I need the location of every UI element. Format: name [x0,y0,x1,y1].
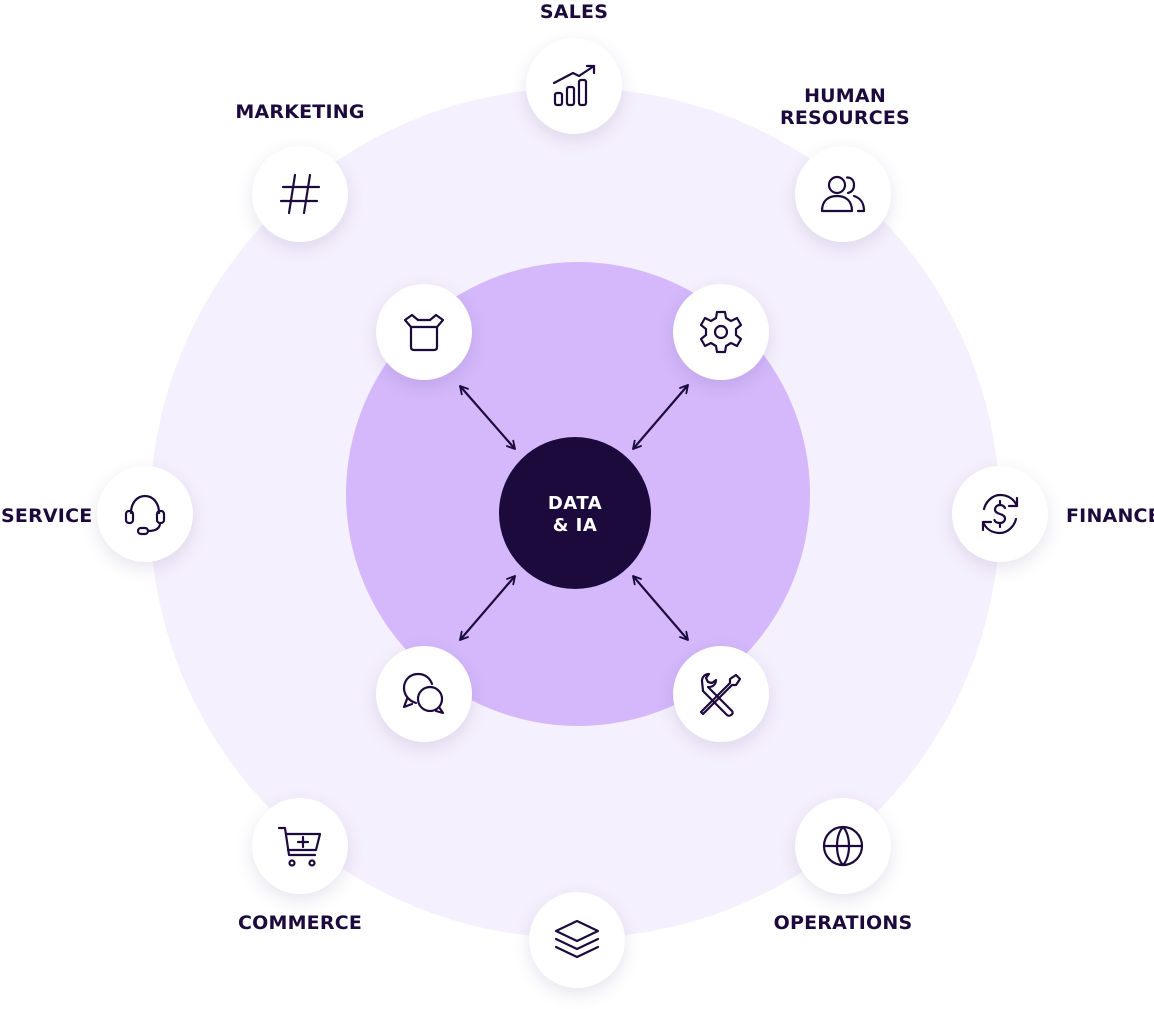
operations-label: OPERATIONS [773,912,913,934]
finance-node [952,466,1048,562]
hub-label-line1: DATA [547,493,603,514]
data-ia-hub [499,437,651,589]
users-icon [820,175,866,213]
inner-node-bottom-right [673,646,769,742]
arrow-bottom-left [460,576,515,640]
human-resources-label-line1: HUMAN [804,85,886,107]
human-resources-label: HUMAN RESOURCES [775,85,915,129]
hub-label: DATA & IA [548,493,602,537]
chat-bubbles-icon [402,672,445,715]
inner-node-bottom-left [376,646,472,742]
human-resources-node [795,146,891,242]
hub-label-line2: & IA [552,515,598,536]
marketing-node [252,146,348,242]
finance-label: FINANCE [1066,505,1154,527]
layers-node [529,892,625,988]
open-box-icon [403,313,445,352]
headset-icon [124,494,166,536]
globe-icon [822,825,864,867]
bar-chart-trend-icon [552,64,596,107]
hashtag-icon [279,173,321,215]
sales-label: SALES [539,1,609,23]
arrow-bottom-right [633,576,688,640]
cart-add-icon [277,826,322,867]
operations-node [795,798,891,894]
service-node [97,466,193,562]
inner-node-top-right [673,284,769,380]
gear-icon [699,310,743,354]
sales-node [526,38,622,134]
arrow-top-right [633,385,688,449]
arrow-top-left [460,386,515,449]
commerce-node [252,798,348,894]
layers-icon [554,919,600,959]
tools-icon [699,672,742,717]
inner-node-top-left [376,284,472,380]
marketing-label: MARKETING [235,101,365,123]
commerce-label: COMMERCE [237,912,363,934]
dollar-refresh-icon [981,493,1019,535]
service-label: SERVICE [1,505,93,527]
human-resources-label-line2: RESOURCES [780,107,910,129]
